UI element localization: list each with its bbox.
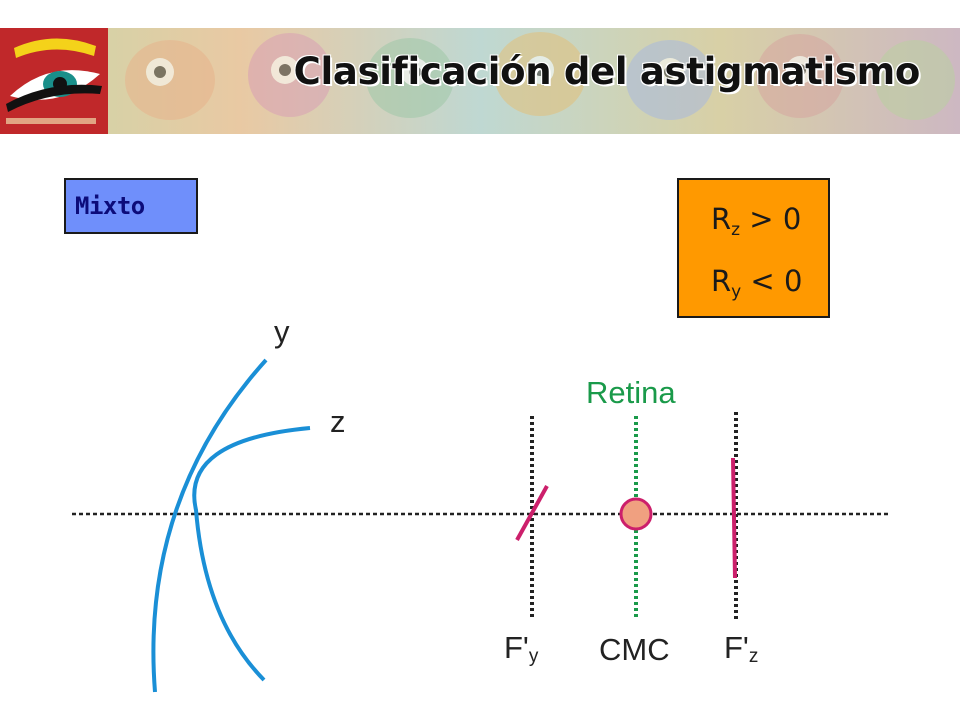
focal-line-z: [731, 457, 737, 579]
condition-symbol: R: [711, 264, 732, 298]
condition-relation: < 0: [741, 264, 803, 298]
case-type-label: Mixto: [75, 192, 145, 220]
cmc-label: CMC: [599, 632, 670, 667]
condition-subscript: y: [731, 282, 742, 302]
focus-y-label: F'y: [504, 630, 539, 667]
meridian-z-curve: [192, 426, 311, 682]
page-title: Clasificación del astigmatismo: [293, 50, 921, 93]
header-banner: [0, 28, 960, 134]
meridian-z-label: z: [330, 404, 346, 439]
focus-z-label: F'z: [724, 630, 758, 667]
condition-rz: Rz > 0: [711, 202, 801, 240]
condition-subscript: z: [731, 220, 741, 240]
retina-label: Retina: [586, 375, 676, 410]
condition-symbol: R: [711, 202, 732, 236]
condition-ry: Ry < 0: [711, 264, 802, 302]
conditions-box: Rz > 0 Ry < 0: [677, 178, 830, 318]
case-type-box: Mixto: [64, 178, 198, 234]
eye-logo-icon: [0, 28, 108, 134]
least-confusion-circle: [619, 497, 653, 531]
condition-relation: > 0: [740, 202, 802, 236]
focal-line-y: [515, 485, 549, 541]
meridian-y-label: y: [274, 314, 290, 349]
meridian-y-curve: [151, 358, 268, 693]
